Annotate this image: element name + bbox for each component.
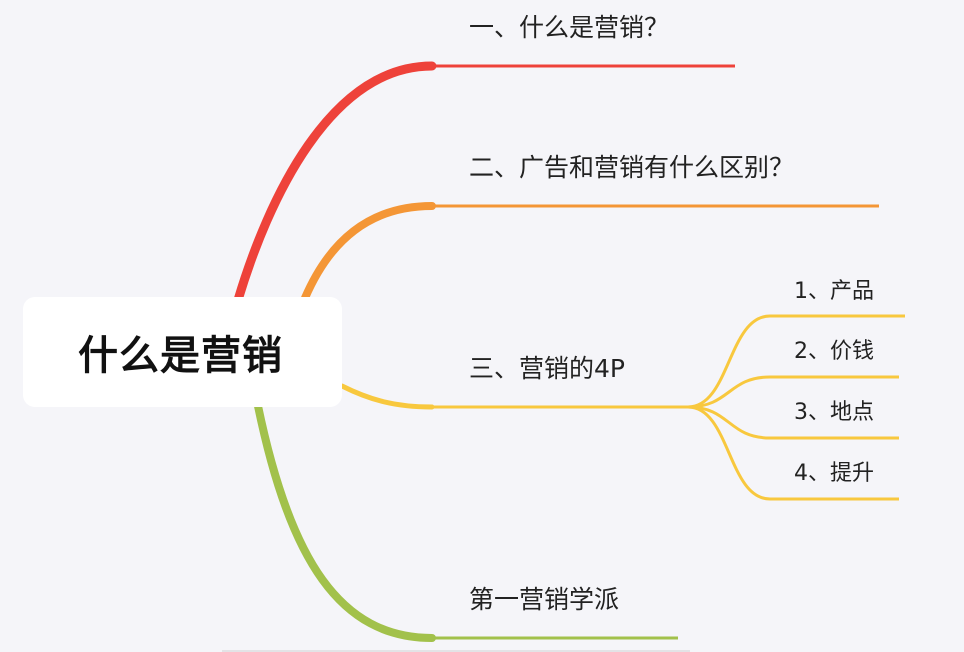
branch-topic-3 bbox=[339, 383, 435, 410]
subtopic-2-label[interactable]: 2、价钱 bbox=[794, 339, 874, 364]
topic-2-label[interactable]: 二、广告和营销有什么区别？ bbox=[469, 153, 795, 182]
branch-topic-2 bbox=[301, 202, 436, 302]
topic-3-label[interactable]: 三、营销的4P bbox=[469, 354, 625, 383]
central-topic-label: 什么是营销 bbox=[78, 333, 283, 379]
branch-sub-4 bbox=[687, 405, 899, 501]
central-topic[interactable]: 什么是营销 bbox=[23, 297, 342, 407]
subtopic-4-label[interactable]: 4、提升 bbox=[794, 461, 874, 486]
subtopic-1-label[interactable]: 1、产品 bbox=[794, 279, 874, 304]
branch-sub-1 bbox=[687, 314, 905, 409]
topic-1-label[interactable]: 一、什么是营销？ bbox=[469, 13, 670, 42]
topic-4-label[interactable]: 第一营销学派 bbox=[469, 585, 620, 614]
branch-sub-3 bbox=[687, 405, 899, 440]
branch-topic-4 bbox=[254, 402, 436, 642]
branch-sub-2 bbox=[687, 375, 899, 409]
branch-topic-1 bbox=[233, 61, 437, 305]
subtopic-3-label[interactable]: 3、地点 bbox=[794, 400, 874, 425]
bottom-edge-divider bbox=[222, 650, 690, 652]
